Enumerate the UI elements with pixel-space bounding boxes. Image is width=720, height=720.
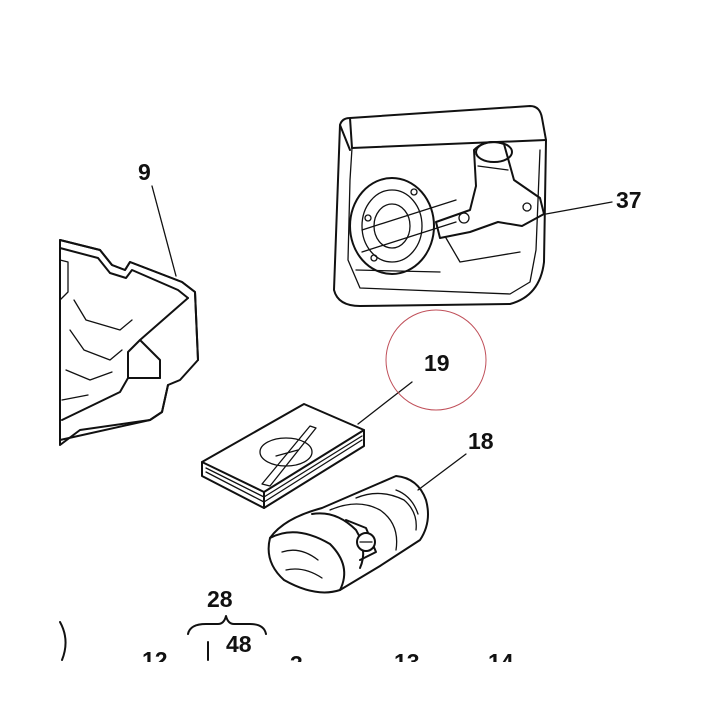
callout-37: 37 (616, 187, 642, 213)
part-18-tool-roll[interactable] (267, 475, 429, 594)
part-9-tray[interactable] (59, 239, 199, 446)
part-19-manual[interactable] (201, 403, 365, 509)
leader-19 (357, 381, 413, 425)
bottom-crop: 12 3 13 14 (142, 647, 514, 677)
leader-18 (417, 453, 467, 491)
bracket-curve-left (59, 621, 67, 661)
callout-18: 18 (468, 428, 494, 454)
callout-28: 28 (207, 586, 233, 612)
callout-13: 13 (394, 649, 420, 675)
callout-9: 9 (138, 159, 151, 185)
callout-19: 19 (424, 350, 450, 376)
part-37-speaker-housing[interactable] (333, 105, 547, 307)
brace-28 (187, 615, 267, 635)
callout-14: 14 (488, 649, 514, 675)
leader-9 (151, 185, 177, 277)
leader-37 (545, 201, 613, 215)
callout-3: 3 (290, 651, 303, 677)
highlight-circle (385, 309, 487, 411)
callout-12: 12 (142, 647, 168, 673)
callout-48: 48 (226, 631, 252, 657)
